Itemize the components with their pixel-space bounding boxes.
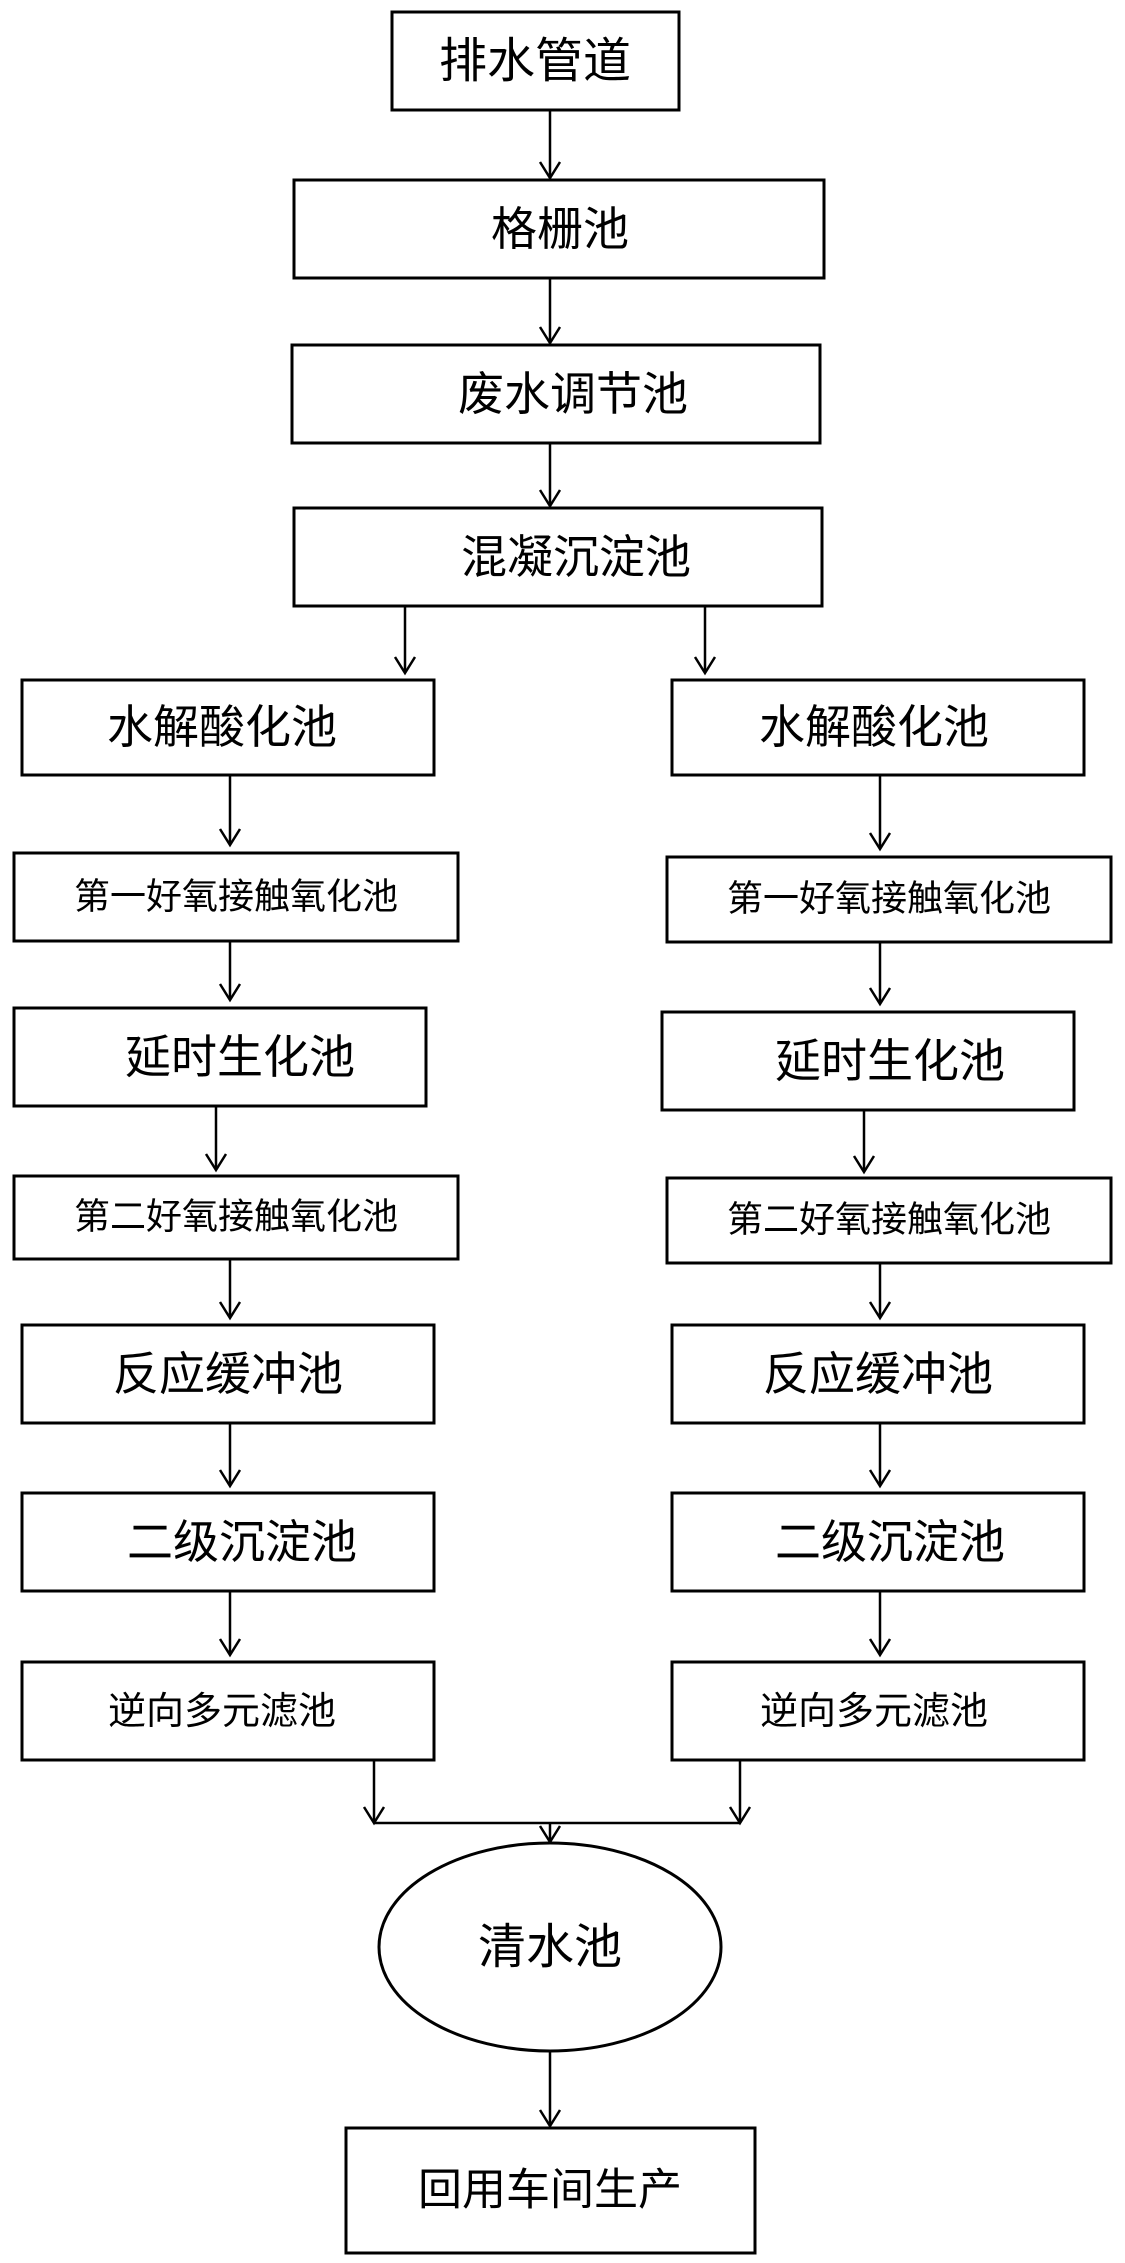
arrow-left-5 [218, 1423, 242, 1489]
arrow-left-1 [218, 775, 242, 848]
arrowhead-icon [538, 326, 562, 346]
node-regulating-tank: 废水调节池 [290, 343, 822, 445]
node-left-first-aerobic-label: 第一好氧接触氧化池 [74, 877, 398, 918]
arrowhead-icon [218, 1469, 242, 1489]
node-right-first-aerobic-label: 第一好氧接触氧化池 [727, 879, 1051, 920]
arrow-clear-water-to-reuse [538, 2051, 562, 2129]
arrowhead-icon [868, 1301, 892, 1321]
node-left-second-aerobic: 第二好氧接触氧化池 [12, 1174, 460, 1261]
node-right-first-aerobic: 第一好氧接触氧化池 [665, 855, 1113, 944]
arrow-left-4 [218, 1259, 242, 1321]
arrow-left-6 [218, 1591, 242, 1658]
node-coag-sed-tank-label: 混凝沉淀池 [461, 530, 691, 584]
node-right-second-aerobic: 第二好氧接触氧化池 [665, 1176, 1113, 1265]
arrowhead-icon [538, 1825, 562, 1845]
node-left-hydrolysis-label: 水解酸化池 [107, 700, 337, 754]
arrowhead-icon [538, 161, 562, 181]
node-right-hydrolysis: 水解酸化池 [670, 678, 1086, 777]
arrowhead-icon [868, 1638, 892, 1658]
node-left-buffer-label: 反应缓冲池 [113, 1347, 343, 1401]
node-right-buffer: 反应缓冲池 [670, 1323, 1086, 1425]
arrowhead-icon [393, 656, 417, 676]
node-reuse: 回用车间生产 [344, 2126, 757, 2255]
arrowhead-icon [218, 983, 242, 1003]
node-regulating-tank-label: 废水调节池 [458, 367, 688, 421]
node-left-secondary-sed: 二级沉淀池 [20, 1491, 436, 1593]
node-right-buffer-label: 反应缓冲池 [763, 1347, 993, 1401]
node-left-secondary-sed-label: 二级沉淀池 [127, 1515, 357, 1569]
arrowhead-icon [218, 1301, 242, 1321]
node-right-reverse-filter: 逆向多元滤池 [670, 1660, 1086, 1762]
arrow-right-filter-down [728, 1760, 752, 1826]
arrowhead-icon [868, 1469, 892, 1489]
node-left-delay-biochem: 延时生化池 [12, 1006, 428, 1108]
arrow-right-4 [868, 1263, 892, 1321]
arrow-regulating-to-coag [538, 443, 562, 509]
arrow-grid-to-regulating [538, 278, 562, 346]
node-right-hydrolysis-label: 水解酸化池 [759, 700, 989, 754]
arrow-left-3 [204, 1106, 228, 1173]
node-left-reverse-filter: 逆向多元滤池 [20, 1660, 436, 1762]
node-right-second-aerobic-label: 第二好氧接触氧化池 [727, 1200, 1051, 1241]
arrowhead-icon [218, 828, 242, 848]
arrowhead-icon [538, 2109, 562, 2129]
node-drain-pipe-label: 排水管道 [439, 33, 631, 89]
node-left-reverse-filter-label: 逆向多元滤池 [108, 1689, 336, 1733]
node-left-delay-biochem-label: 延时生化池 [125, 1030, 355, 1084]
arrow-right-5 [868, 1423, 892, 1489]
arrow-right-2 [868, 942, 892, 1007]
node-grid-tank: 格栅池 [292, 178, 826, 280]
node-left-hydrolysis: 水解酸化池 [20, 678, 436, 777]
node-coag-sed-tank: 混凝沉淀池 [292, 506, 824, 608]
arrow-merge-to-clear-water [538, 1823, 562, 1845]
node-reuse-label: 回用车间生产 [418, 2165, 682, 2216]
node-clear-water-label: 清水池 [478, 1919, 622, 1975]
arrow-right-6 [868, 1591, 892, 1658]
arrowhead-icon [538, 489, 562, 509]
node-right-delay-biochem-label: 延时生化池 [775, 1034, 1005, 1088]
node-right-secondary-sed: 二级沉淀池 [670, 1491, 1086, 1593]
node-right-delay-biochem: 延时生化池 [660, 1010, 1076, 1112]
arrow-coag-to-left [393, 606, 417, 676]
arrowhead-icon [693, 656, 717, 676]
node-clear-water: 清水池 [377, 1841, 723, 2053]
node-left-first-aerobic: 第一好氧接触氧化池 [12, 851, 460, 943]
node-right-secondary-sed-label: 二级沉淀池 [775, 1515, 1005, 1569]
arrowhead-icon [204, 1153, 228, 1173]
node-drain-pipe: 排水管道 [390, 10, 681, 112]
arrowhead-icon [868, 832, 892, 852]
node-left-second-aerobic-label: 第二好氧接触氧化池 [74, 1197, 398, 1238]
arrow-left-2 [218, 941, 242, 1003]
arrow-right-1 [868, 775, 892, 852]
node-left-buffer: 反应缓冲池 [20, 1323, 436, 1425]
node-right-reverse-filter-label: 逆向多元滤池 [760, 1689, 988, 1733]
arrow-left-filter-down [362, 1760, 386, 1826]
node-grid-tank-label: 格栅池 [491, 202, 629, 256]
arrowhead-icon [868, 987, 892, 1007]
arrow-drain-to-grid [538, 110, 562, 181]
arrowhead-icon [852, 1155, 876, 1175]
arrowhead-icon [218, 1638, 242, 1658]
arrow-right-3 [852, 1110, 876, 1175]
arrow-coag-to-right [693, 606, 717, 676]
